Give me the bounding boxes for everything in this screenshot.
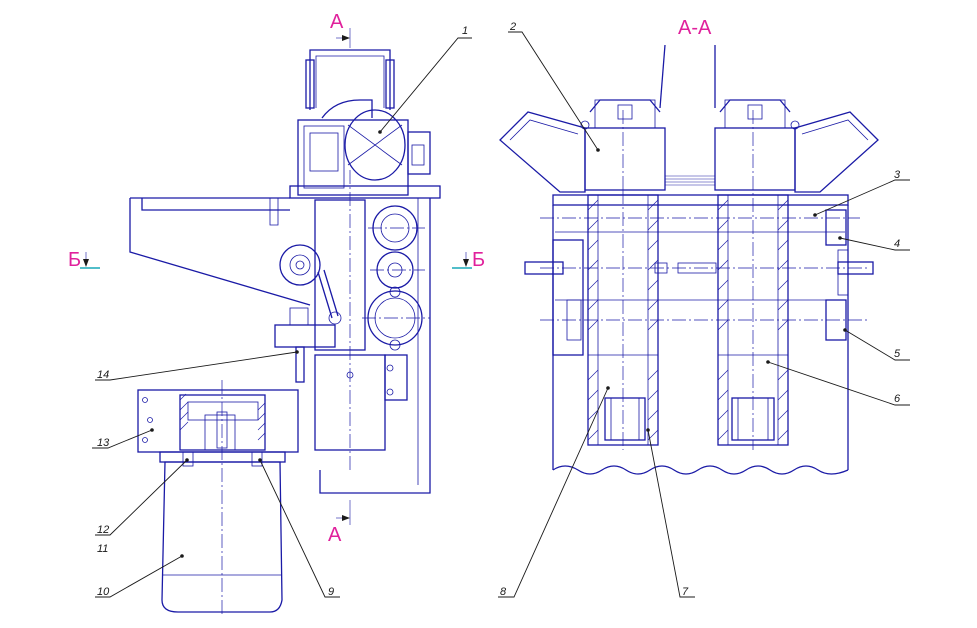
callout-13: 13 <box>97 437 110 449</box>
callout-14: 14 <box>97 369 109 381</box>
callout-4: 4 <box>894 238 900 250</box>
labels: А А Б Б А-А 1 2 3 4 5 6 7 8 9 10 11 12 1… <box>68 11 901 598</box>
callout-1: 1 <box>462 25 468 37</box>
callout-7: 7 <box>682 586 689 598</box>
callout-9: 9 <box>328 586 334 598</box>
hatch-cable <box>665 175 715 186</box>
section-mark-b-left: Б <box>68 249 81 271</box>
section-mark-a-bottom: А <box>328 524 342 546</box>
callout-6: 6 <box>894 393 901 405</box>
callout-10: 10 <box>97 586 110 598</box>
section-mark-b-right: Б <box>472 249 485 271</box>
section-mark-a-top: А <box>330 11 344 33</box>
callout-8: 8 <box>500 586 507 598</box>
hatch-motor-flange <box>179 393 266 441</box>
callout-3: 3 <box>894 169 901 181</box>
hatch-right-tube <box>717 199 789 441</box>
callout-12: 12 <box>97 524 109 536</box>
callout-11: 11 <box>97 543 108 555</box>
leader-lines <box>92 31 910 598</box>
section-view-title: А-А <box>678 17 712 39</box>
hatch-left-tube <box>587 199 659 441</box>
callout-5: 5 <box>894 348 901 360</box>
section-view <box>499 44 879 475</box>
side-view <box>80 28 472 615</box>
callout-2: 2 <box>509 21 516 33</box>
